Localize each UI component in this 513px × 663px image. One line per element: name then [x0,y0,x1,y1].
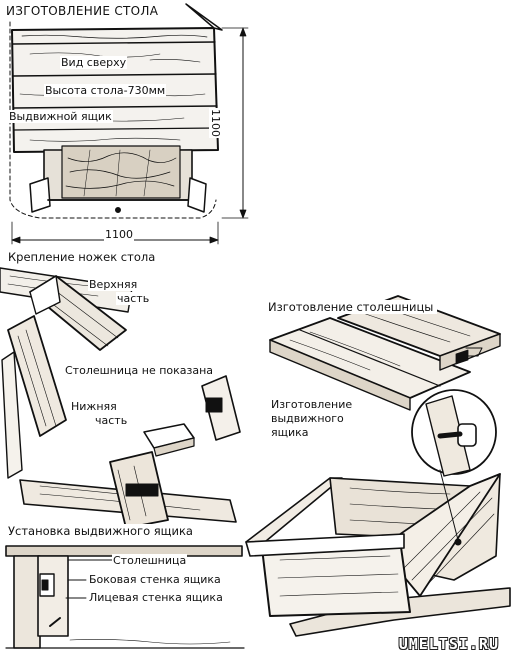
drawer-making-label-2: выдвижного [270,412,345,425]
watermark: UMELTSI.RU [398,635,499,653]
drawer-making-label-1: Изготовление [270,398,354,411]
top-view-label: Вид сверху [60,56,128,69]
page-title: ИЗГОТОВЛЕНИЕ СТОЛА [6,4,165,18]
drawer-making-label-3: ящика [270,426,310,439]
upper-part-label-1: Верхняя [88,278,139,291]
width-dimension: 1100 [104,228,134,241]
drawer-label: Выдвижной ящик [8,110,113,123]
leg-fastening-header: Крепление ножек стола [8,250,160,264]
drawer-box-drawing [245,389,511,637]
side-wall-callout: Боковая стенка ящика [88,573,222,586]
lower-part-label-1: Нижняя [70,400,118,413]
leg-fastening-drawing [0,267,241,529]
height-dimension: 1100 [209,108,222,138]
front-wall-callout: Лицевая стенка ящика [88,591,224,604]
tabletop-header: Изготовление столешницы [268,300,438,314]
tabletop-callout: Столешница [112,554,188,567]
table-height-label: Высота стола-730мм [44,84,167,97]
tabletop-drawing [269,295,501,411]
top-not-shown-label: Столешница не показана [64,364,215,377]
upper-part-label-2: часть [116,292,151,305]
lower-part-label-2: часть [94,414,129,427]
drawer-install-header: Установка выдвижного ящика [8,524,197,538]
